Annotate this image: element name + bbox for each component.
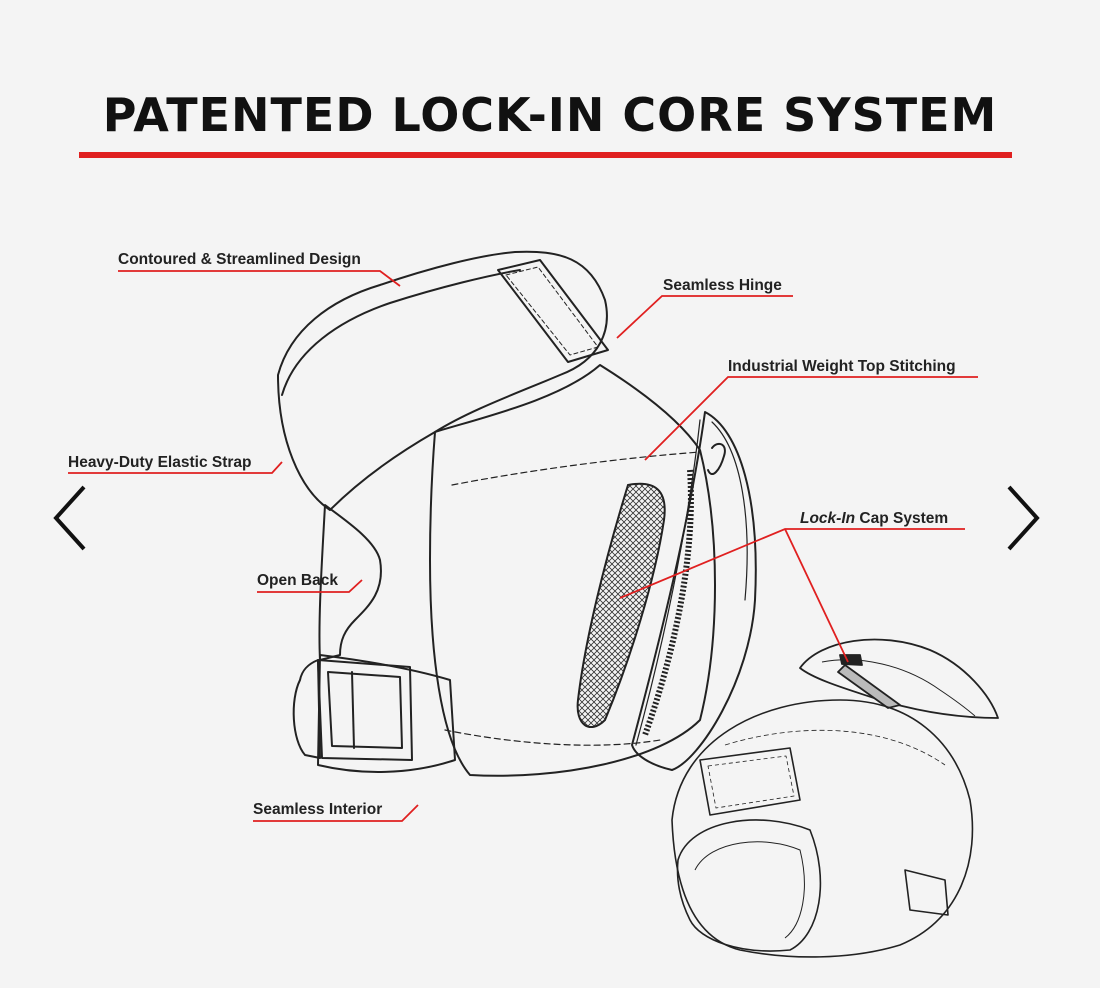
leader-open-back <box>257 579 363 593</box>
leader-strap <box>68 461 283 474</box>
callout-lockin-italic: Lock-In <box>800 510 856 527</box>
open-back <box>318 504 382 661</box>
title-underline <box>79 152 1012 158</box>
leader-hinge <box>616 295 793 339</box>
pad-body <box>429 364 716 777</box>
callout-contoured: Contoured & Streamlined Design <box>118 251 361 268</box>
chevron-right-icon <box>1007 485 1040 551</box>
chevron-left-icon <box>53 485 86 551</box>
lower-strap <box>317 654 456 773</box>
front-pad-velcro-stitch <box>707 755 795 809</box>
callout-seamless-hinge: Seamless Hinge <box>663 277 782 294</box>
mesh-panel <box>576 482 666 729</box>
leader-interior <box>253 804 419 822</box>
stitch-panel <box>451 451 701 486</box>
stitch-panel-bottom <box>444 729 661 746</box>
prev-slide-button[interactable] <box>45 478 95 558</box>
front-pad-opening <box>676 819 822 952</box>
callout-stitching: Industrial Weight Top Stitching <box>728 358 956 375</box>
buckle-bar <box>351 671 355 749</box>
front-pad-strap <box>904 869 949 916</box>
leader-contoured <box>118 270 401 287</box>
next-slide-button[interactable] <box>998 478 1048 558</box>
page-title: PATENTED LOCK-IN CORE SYSTEM <box>102 88 998 142</box>
callout-lockin-rest: Cap System <box>855 510 949 527</box>
cap-hook <box>707 442 726 475</box>
callout-seamless-interior: Seamless Interior <box>253 801 383 818</box>
front-pad-opening-inner <box>694 841 805 939</box>
velcro-tab <box>497 259 609 363</box>
leader-stitching <box>644 376 978 461</box>
detached-cap <box>799 638 999 719</box>
upper-cuff <box>277 250 608 511</box>
upper-cuff-inner <box>281 269 521 396</box>
detached-cap-strap <box>837 664 901 709</box>
detached-cap-hook <box>839 654 863 666</box>
callout-open-back: Open Back <box>257 572 338 589</box>
leader-lockin-cap <box>784 528 849 663</box>
front-pad-stitch <box>724 729 946 766</box>
cap-rim <box>711 421 748 601</box>
cap-edge <box>635 419 701 746</box>
cap-shell <box>631 411 757 771</box>
callout-elastic-strap: Heavy-Duty Elastic Strap <box>68 454 252 471</box>
buckle-inner <box>327 671 403 749</box>
front-pad-body <box>671 699 974 958</box>
velcro-tab-stitch <box>505 266 599 356</box>
buckle-outer <box>317 659 413 761</box>
callout-lockin-cap: Lock-In Cap System <box>800 510 948 528</box>
strap-tail <box>292 659 321 759</box>
front-pad-velcro <box>699 747 801 816</box>
